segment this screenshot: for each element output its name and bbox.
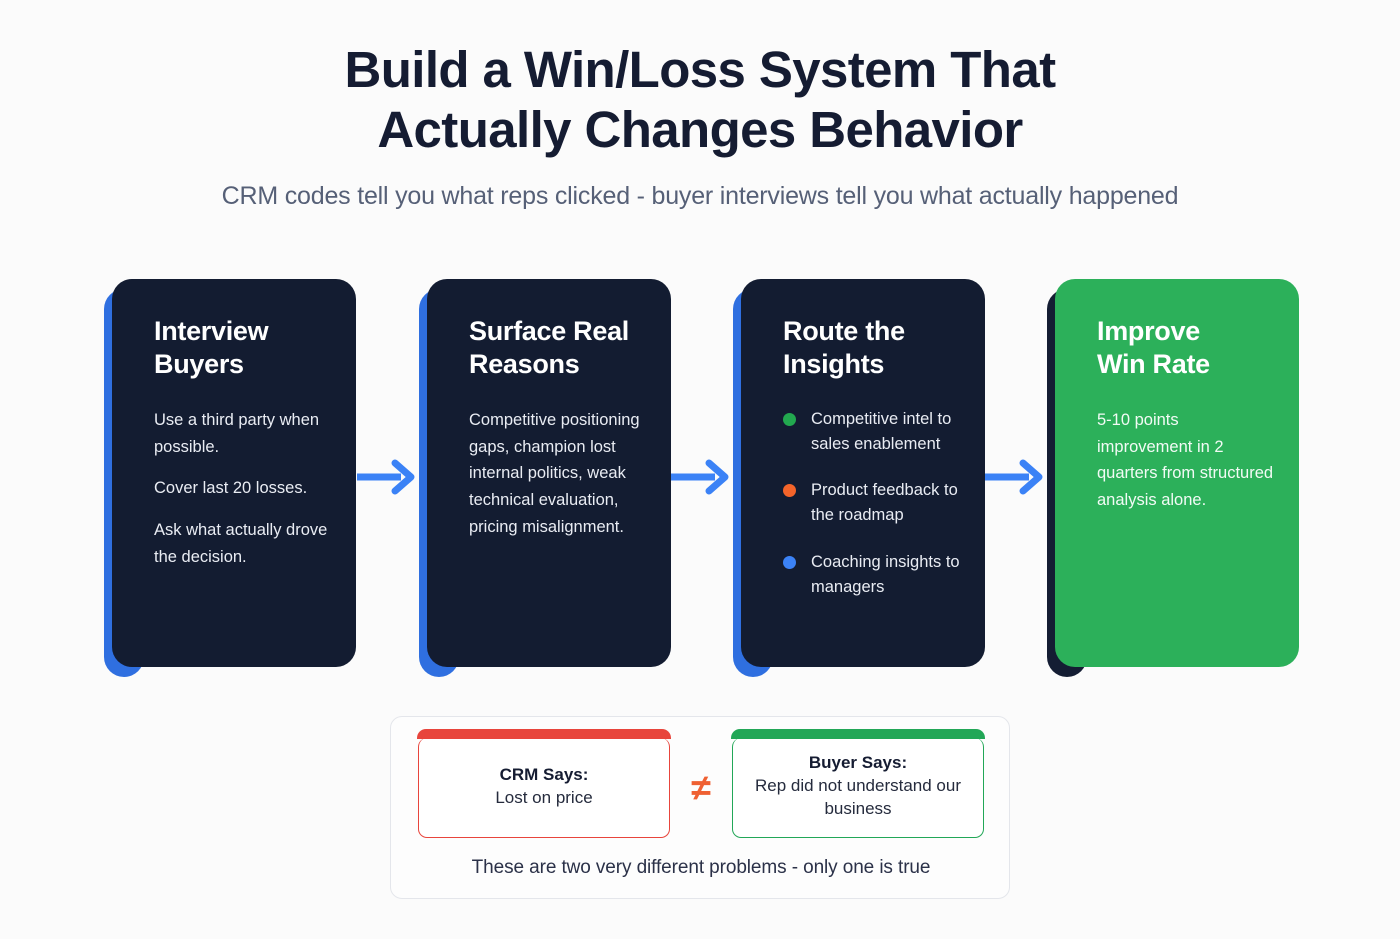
card-title: Interview Buyers [154, 316, 269, 379]
list-item-label: Coaching insights to managers [811, 552, 960, 596]
bullet-dot-icon [783, 484, 796, 498]
card-paragraph: Cover last 20 losses. [154, 479, 308, 498]
card-paragraph: Use a third party when possible. [154, 410, 320, 456]
list-item: Competitive intel to sales enablement [783, 407, 961, 457]
page-title: Build a Win/Loss System That Actually Ch… [0, 40, 1400, 160]
card-paragraph: Ask what actually drove the decision. [154, 521, 328, 566]
comparison-panel: CRM Says: Lost on price ≠ Buyer Says: Re… [390, 716, 1010, 899]
card-paragraph: Competitive positioning gaps, champion l… [469, 410, 640, 536]
buyer-says-box: Buyer Says: Rep did not understand our b… [731, 729, 985, 838]
flow-card: Improve Win Rate 5-10 points improvement… [1055, 279, 1299, 667]
arrow-right-icon [671, 457, 733, 497]
list-item: Coaching insights to managers [783, 550, 961, 600]
page-title-line-1: Build a Win/Loss System That [344, 41, 1056, 98]
list-item: Product feedback to the roadmap [783, 478, 961, 528]
card-body: Use a third party when possible. Cover l… [154, 407, 332, 571]
card-body: 5-10 points improvement in 2 quarters fr… [1097, 407, 1275, 514]
page-title-line-2: Actually Changes Behavior [377, 101, 1023, 159]
card-bullet-list: Competitive intel to sales enablement Pr… [783, 407, 961, 600]
crm-says-label: CRM Says: [499, 764, 589, 784]
buyer-says-text: Rep did not understand our business [754, 776, 962, 818]
card-title: Improve Win Rate [1097, 316, 1210, 379]
comparison-row: CRM Says: Lost on price ≠ Buyer Says: Re… [417, 729, 985, 838]
process-flow: Interview Buyers Use a third party when … [104, 279, 1304, 677]
card-paragraph: 5-10 points improvement in 2 quarters fr… [1097, 410, 1274, 510]
list-item-label: Competitive intel to sales enablement [811, 409, 952, 453]
list-item-label: Product feedback to the roadmap [811, 481, 958, 525]
arrow-right-icon [357, 457, 419, 497]
comparison-caption: These are two very different problems - … [471, 857, 931, 878]
bullet-dot-icon [783, 412, 796, 426]
page-header: Build a Win/Loss System That Actually Ch… [0, 40, 1400, 211]
flow-card: Interview Buyers Use a third party when … [112, 279, 356, 667]
flow-card: Route the Insights Competitive intel to … [741, 279, 985, 667]
buyer-says-label: Buyer Says: [808, 753, 908, 773]
flow-step-interview-buyers: Interview Buyers Use a third party when … [104, 279, 356, 677]
not-equal-icon: ≠ [691, 767, 711, 808]
crm-says-box: CRM Says: Lost on price [417, 729, 671, 838]
flow-step-surface-real-reasons: Surface Real Reasons Competitive positio… [419, 279, 671, 677]
page-subtitle: CRM codes tell you what reps clicked - b… [221, 182, 1179, 211]
arrow-right-icon [985, 457, 1047, 497]
flow-card: Surface Real Reasons Competitive positio… [427, 279, 671, 667]
card-title: Surface Real Reasons [469, 316, 629, 379]
card-title: Route the Insights [783, 316, 905, 379]
flow-step-improve-win-rate: Improve Win Rate 5-10 points improvement… [1047, 279, 1299, 677]
flow-step-route-the-insights: Route the Insights Competitive intel to … [733, 279, 985, 677]
crm-says-text: Lost on price [495, 787, 593, 807]
bullet-dot-icon [783, 555, 796, 569]
card-body: Competitive positioning gaps, champion l… [469, 407, 647, 541]
